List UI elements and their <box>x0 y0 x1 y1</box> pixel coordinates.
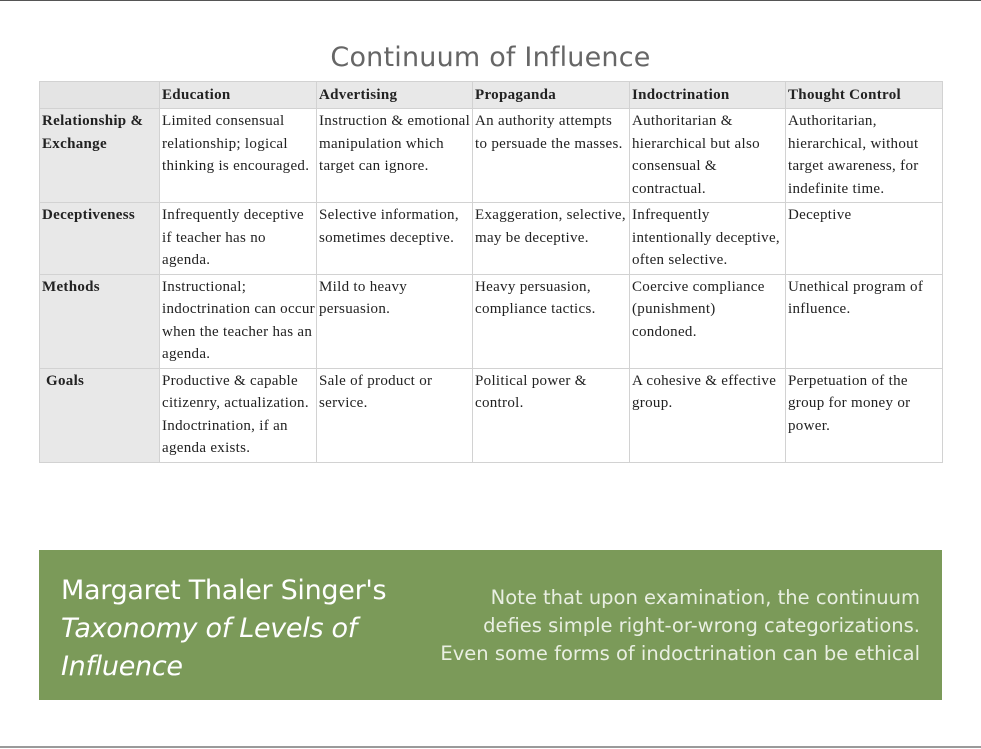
table-header-row: Education Advertising Propaganda Indoctr… <box>39 81 943 109</box>
summary-banner: Margaret Thaler Singer's Taxonomy of Lev… <box>39 550 942 700</box>
table-cell: Infrequently intentionally deceptive, of… <box>629 202 786 275</box>
row-label-goals: Goals <box>39 367 160 463</box>
header-thought-control: Thought Control <box>785 81 943 109</box>
header-education: Education <box>159 81 317 109</box>
influence-table: Education Advertising Propaganda Indoctr… <box>39 81 943 463</box>
row-label-relationship: Relationship & Exchange <box>39 108 160 203</box>
table-cell: Authoritarian, hierarchical, without tar… <box>785 108 943 203</box>
table-cell: Heavy persuasion, compliance tactics. <box>472 273 630 369</box>
banner-note-line: Even some forms of indoctrination can be… <box>440 642 920 665</box>
table-cell: Unethical program of influence. <box>785 273 943 369</box>
table-cell: Productive & capable citizenry, actualiz… <box>159 367 317 463</box>
banner-attribution: Margaret Thaler Singer's Taxonomy of Lev… <box>61 572 441 686</box>
header-advertising: Advertising <box>316 81 473 109</box>
table-cell: Instruction & emotional manipulation whi… <box>316 108 473 203</box>
header-corner <box>39 81 160 109</box>
table-cell: Instructional; indoctrination can occur … <box>159 273 317 369</box>
header-indoctrination: Indoctrination <box>629 81 786 109</box>
row-label-deceptiveness: Deceptiveness <box>39 202 160 275</box>
banner-note-line: defies simple right-or-wrong categorizat… <box>483 614 920 637</box>
row-label-methods: Methods <box>39 273 160 369</box>
table-row: Methods Instructional; indoctrination ca… <box>39 273 943 369</box>
table-cell: A cohesive & effective group. <box>629 367 786 463</box>
header-propaganda: Propaganda <box>472 81 630 109</box>
table-cell: Limited consensual relationship; logical… <box>159 108 317 203</box>
table-cell: Authoritarian & hierarchical but also co… <box>629 108 786 203</box>
table-row: Goals Productive & capable citizenry, ac… <box>39 367 943 463</box>
banner-note: Note that upon examination, the continuu… <box>400 584 920 668</box>
top-rule <box>0 0 981 1</box>
table-cell: Exaggeration, selective, may be deceptiv… <box>472 202 630 275</box>
banner-author: Margaret Thaler Singer's <box>61 575 387 606</box>
table-cell: An authority attempts to persuade the ma… <box>472 108 630 203</box>
bottom-rule <box>0 746 981 748</box>
banner-note-line: Note that upon examination, the continuu… <box>490 586 920 609</box>
banner-work-title: Taxonomy of Levels of Influence <box>61 613 357 682</box>
table-cell: Selective information, sometimes decepti… <box>316 202 473 275</box>
table-cell: Coercive compliance (punishment) condone… <box>629 273 786 369</box>
table-cell: Sale of product or service. <box>316 367 473 463</box>
table-row: Relationship & Exchange Limited consensu… <box>39 108 943 203</box>
table-cell: Perpetuation of the group for money or p… <box>785 367 943 463</box>
table-cell: Infrequently deceptive if teacher has no… <box>159 202 317 275</box>
table-cell: Political power & control. <box>472 367 630 463</box>
table-row: Deceptiveness Infrequently deceptive if … <box>39 202 943 275</box>
table-cell: Deceptive <box>785 202 943 275</box>
slide-title: Continuum of Influence <box>330 42 651 73</box>
table-cell: Mild to heavy persuasion. <box>316 273 473 369</box>
